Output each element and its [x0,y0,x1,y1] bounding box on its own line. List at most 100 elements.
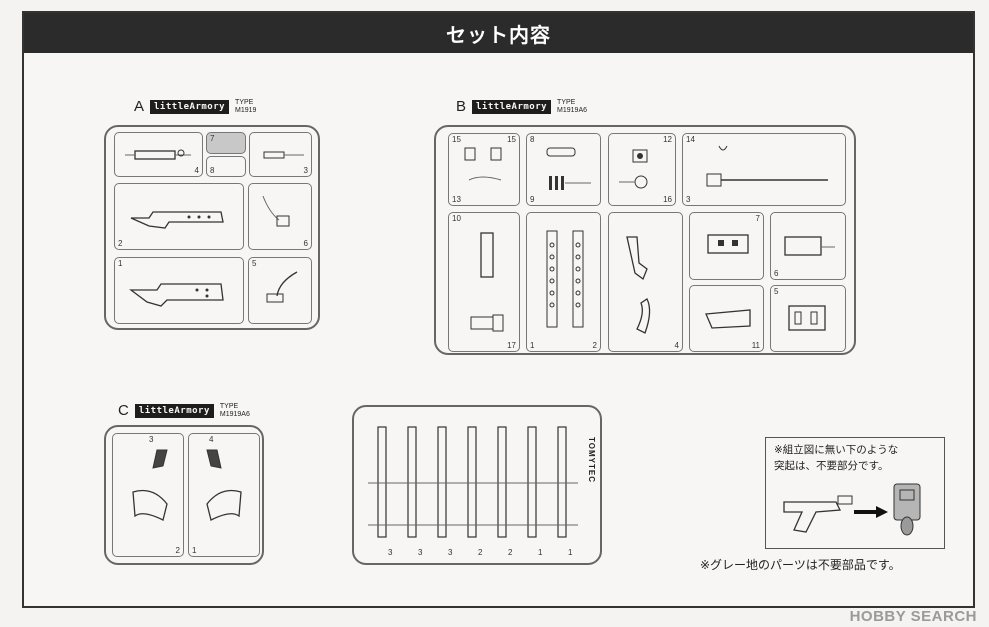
ammo-belt-sprue: 3 3 3 2 2 1 1 TOMYTEC [352,405,602,565]
runner-a-logo: littleArmory [150,99,230,114]
runner-c-letter: C [118,402,129,419]
runner-c-cell-4-1: 4 1 [188,433,260,557]
runner-c-logo: littleArmory [134,403,214,418]
cell-number: 5 [774,287,779,296]
cell-number: 6 [774,269,779,278]
cell-number: 14 [686,135,695,144]
runner-a-type-label: TYPE [235,98,254,106]
runner-b-cell-8-9: 8 9 [526,133,601,206]
runner-c-cell-3-2: 3 2 [112,433,184,557]
cell-number: 5 [252,259,257,268]
cell-number: 12 [663,135,672,144]
note-line-2: 突起は、不要部分です。 [774,460,889,472]
gray-parts-note: ※グレー地のパーツは不要部品です。 [700,558,901,572]
runner-b-cell-14-3: 14 3 [682,133,846,206]
cell-number: 1 [568,548,573,557]
cell-number: 3 [418,548,423,557]
runner-b-letter: B [456,98,467,115]
title-text: セット内容 [446,22,551,47]
runner-a-type: TYPE M1919 [235,99,256,115]
runner-a-cell-5: 5 [248,257,312,324]
cell-number: 7 [210,134,215,143]
unneeded-parts-note: ※組立図に無い下のような 突起は、不要部分です。 [765,437,945,549]
note-text: ※組立図に無い下のような 突起は、不要部分です。 [774,442,898,474]
runner-a-cell-6: 6 [248,183,312,250]
runner-b-part-15 [464,147,502,181]
runner-b-part-4 [626,236,651,334]
cell-number: 2 [175,546,180,555]
cell-number: 3 [303,166,308,175]
cell-number: 4 [209,435,214,444]
runner-b-sprue: 15 15 13 8 9 12 16 14 3 10 [434,125,856,355]
runner-b-cell-7: 7 [689,212,764,280]
cell-number: 4 [674,341,679,350]
cell-number: 2 [478,548,483,557]
runner-b-part-5 [788,305,826,331]
runner-a-cell-3: 3 [249,132,312,177]
runner-b-part-11 [705,309,751,329]
cell-number: 3 [388,548,393,557]
page-title: セット内容 [24,13,973,53]
watermark: HOBBY SEARCH [849,608,977,625]
ammo-belt-parts [368,426,578,538]
runner-b-cell-6: 6 [770,212,846,280]
cell-number: 3 [149,435,154,444]
cell-number: 11 [751,341,760,350]
cell-number: 8 [530,135,535,144]
runner-a-letter: A [134,98,145,115]
runner-c-type-value: M1919A6 [219,410,250,418]
runner-c-type-label: TYPE [219,402,239,410]
cell-number: 1 [530,341,535,350]
runner-a-cell-2: 2 [114,183,244,250]
runner-c-type: TYPE M1919A6 [220,403,250,419]
cell-number: 10 [452,214,461,223]
runner-b-part-10 [470,232,504,332]
cell-number: 1 [118,259,123,268]
runner-b-cell-5: 5 [770,285,846,352]
cell-number: 15 [452,135,461,144]
runner-c-part-4 [206,449,242,521]
runner-a-cell-4: 4 [114,132,203,177]
note-line-1: ※組立図に無い下のような [774,444,899,456]
runner-b-type-value: M1919A6 [557,106,588,114]
runner-c-label: C littleArmory TYPE M1919A6 [118,402,250,419]
cell-number: 1 [538,548,543,557]
runner-b-type-label: TYPE [557,98,576,106]
cell-number: 1 [192,546,197,555]
runner-a-sprue: 4 7 8 3 2 6 1 [104,125,320,330]
runner-a-part-1 [129,283,224,307]
cell-number: 2 [592,341,597,350]
runner-b-cell-11: 11 [689,285,764,352]
runner-a-type-value: M1919 [235,106,257,114]
runner-a-part-5 [266,271,298,303]
runner-b-cell-10-17: 10 17 [448,212,520,352]
cell-number: 13 [452,195,461,204]
tomytec-label: TOMYTEC [587,437,596,483]
runner-b-part-7 [707,234,749,254]
cell-number: 16 [663,195,672,204]
cell-number: 3 [686,195,691,204]
runner-a-part-3 [263,151,304,159]
runner-b-cell-1-2: 1 2 [526,212,601,352]
runner-b-part-14 [706,145,828,187]
runner-a-part-2 [130,211,224,229]
runner-b-part-6 [784,236,835,256]
cell-number: 3 [448,548,453,557]
runner-b-cell-12-16: 12 16 [608,133,676,206]
cell-number: 6 [303,239,308,248]
runner-a-cell-7-unused: 7 [206,132,246,154]
runner-a-cell-1: 1 [114,257,244,324]
runner-b-part-12 [619,149,648,189]
cell-number: 15 [507,135,516,144]
protrusion-diagram [783,483,921,536]
runner-b-logo: littleArmory [472,99,552,114]
cell-number: 17 [507,341,516,350]
runner-c-sprue: 3 2 4 1 [104,425,264,565]
cell-number: 4 [194,166,199,175]
runner-b-cell-15-13: 15 15 13 [448,133,520,206]
cell-number: 7 [755,214,760,223]
cell-number: 8 [210,166,215,175]
runner-b-part-8 [546,147,591,190]
runner-c-part-3 [132,449,168,521]
runner-a-cell-8: 8 [206,156,246,177]
